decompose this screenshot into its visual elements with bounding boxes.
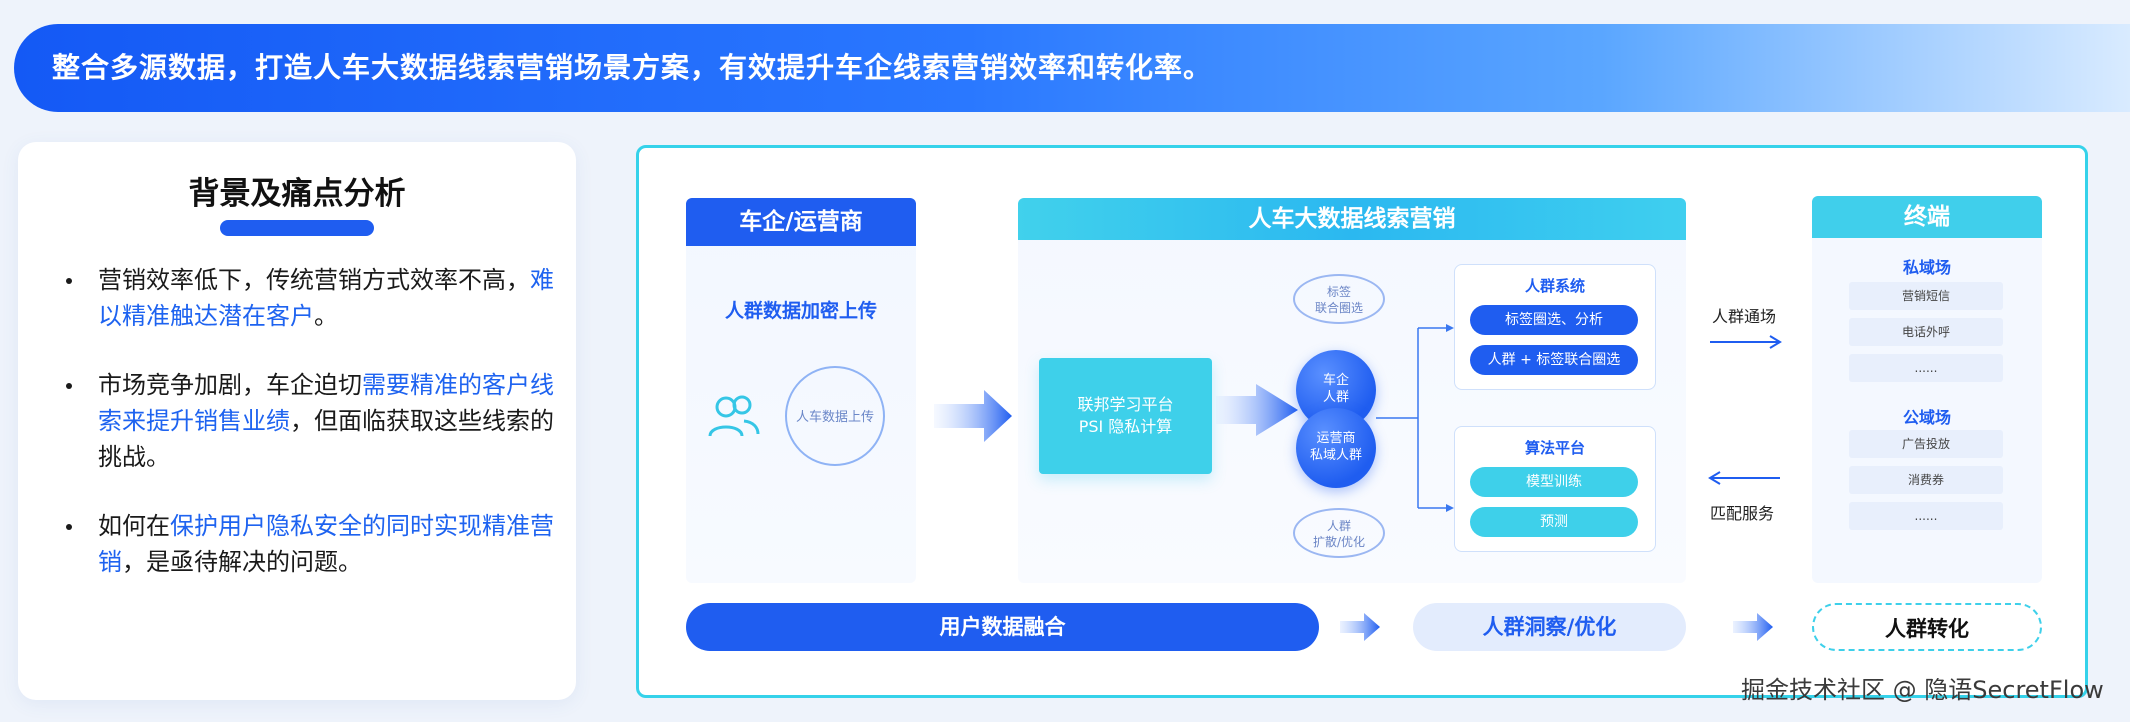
oval-top-line2: 联合圈选 [1314, 301, 1363, 315]
prediction-pill: 预测 [1470, 507, 1638, 537]
point-highlight: 需要精准的客户线索来提升销售业绩 [98, 371, 554, 435]
carrier-panel-header: 车企/运营商 [686, 198, 916, 246]
pain-point-list: 营销效率低下，传统营销方式效率不高，难以精准触达潜在客户。 市场竞争加剧，车企迫… [60, 262, 570, 613]
bullet-dot [66, 383, 72, 389]
bullet-dot [66, 278, 72, 284]
oval-top-line1: 标签 [1326, 285, 1351, 299]
private-item: 营销短信 [1849, 282, 2003, 310]
left-arrow-icon [1708, 471, 1780, 485]
crowd-system-card: 人群系统 标签圈选、分析 人群 + 标签联合圈选 [1454, 264, 1656, 390]
public-item: 消费券 [1849, 466, 2003, 494]
tag-selection-pill: 标签圈选、分析 [1470, 305, 1638, 335]
point-text: ，是亟待解决的问题。 [122, 548, 362, 576]
point-text: 市场竞争加剧，车企迫切 [98, 371, 362, 399]
top-banner: 整合多源数据，打造人车大数据线索营销场景方案，有效提升车企线索营销效率和转化率。 [14, 24, 2130, 112]
pain-point: 市场竞争加剧，车企迫切需要精准的客户线索来提升销售业绩，但面临获取这些线索的挑战… [60, 367, 570, 475]
ball-top-line1: 车企 [1322, 373, 1349, 388]
algorithm-platform-title: 算法平台 [1524, 439, 1585, 457]
tag-joint-selection-oval: 标签 联合圈选 [1293, 274, 1385, 324]
bullet-dot [66, 524, 72, 530]
ball-bottom-line2: 私域人群 [1309, 448, 1362, 463]
bottom-arrow-icon [1340, 613, 1380, 641]
fed-line2: PSI 隐私计算 [1078, 417, 1173, 436]
connector-lines [1216, 324, 1454, 512]
crowd-insight-pill: 人群洞察/优化 [1413, 603, 1686, 651]
private-item: ...... [1849, 354, 2003, 382]
watermark: 掘金技术社区 @ 隐语SecretFlow [1741, 676, 2104, 704]
title-underline [220, 220, 374, 236]
oval-bottom-line1: 人群 [1326, 519, 1351, 533]
match-service-label: 匹配服务 [1710, 504, 1775, 523]
point-text: 。 [314, 302, 338, 330]
inner-arrow-icon [1216, 384, 1298, 436]
public-item: ...... [1849, 502, 2003, 530]
crowd-expansion-oval: 人群 扩散/优化 [1293, 508, 1385, 558]
algorithm-platform-card: 算法平台 模型训练 预测 [1454, 426, 1656, 552]
background-analysis-card: 背景及痛点分析 营销效率低下，传统营销方式效率不高，难以精准触达潜在客户。 市场… [18, 142, 576, 700]
encrypted-upload-label: 人群数据加密上传 [724, 300, 877, 322]
pain-point: 营销效率低下，传统营销方式效率不高，难以精准触达潜在客户。 [60, 262, 570, 334]
crowd-conversion-pill: 人群转化 [1812, 603, 2042, 651]
bottom-arrow-icon [1733, 613, 1773, 641]
big-data-marketing-panel: 人车大数据线索营销 联邦学习平台 PSI 隐私计算 标签 联合圈选 车企 人群 … [1018, 198, 1686, 583]
private-domain-title: 私域场 [1902, 258, 1951, 277]
point-text: 如何在 [98, 512, 170, 540]
federated-learning-platform: 联邦学习平台 PSI 隐私计算 [1039, 358, 1212, 474]
fed-line1: 联邦学习平台 [1077, 395, 1174, 414]
crowd-system-title: 人群系统 [1524, 277, 1585, 295]
public-domain-title: 公域场 [1902, 408, 1951, 427]
data-upload-circle: 人车数据上传 [785, 366, 885, 466]
carrier-panel: 车企/运营商 人群数据加密上传 人车数据上传 [686, 198, 916, 583]
pain-point: 如何在保护用户隐私安全的同时实现精准营销，是亟待解决的问题。 [60, 508, 570, 580]
point-highlight: 难以精准触达潜在客户 [98, 266, 554, 330]
private-item: 电话外呼 [1849, 318, 2003, 346]
people-icon [708, 395, 760, 437]
joint-selection-pill: 人群 + 标签联合圈选 [1470, 345, 1638, 375]
operator-private-crowd-ball: 运营商 私域人群 [1296, 408, 1376, 488]
ball-top-line2: 人群 [1322, 390, 1349, 405]
point-text: 营销效率低下，传统营销方式效率不高， [98, 266, 530, 294]
right-arrow-icon [1710, 335, 1782, 349]
flow-arrow-icon [934, 390, 1012, 442]
model-training-pill: 模型训练 [1470, 467, 1638, 497]
terminal-panel-header: 终端 [1812, 196, 2042, 238]
public-item: 广告投放 [1849, 430, 2003, 458]
terminal-panel: 终端 私域场 营销短信 电话外呼 ...... 公域场 广告投放 消费券 ...… [1812, 196, 2042, 583]
point-highlight: 保护用户隐私安全的同时实现精准营销 [98, 512, 554, 576]
ball-bottom-line1: 运营商 [1316, 431, 1356, 446]
left-panel-title: 背景及痛点分析 [188, 176, 406, 212]
oval-bottom-line2: 扩散/优化 [1312, 535, 1366, 549]
crowd-flow-label: 人群通场 [1712, 307, 1777, 326]
point-text: ，但面临获取这些线索的挑战。 [98, 407, 554, 471]
user-data-fusion-pill: 用户数据融合 [686, 603, 1319, 651]
banner-text: 整合多源数据，打造人车大数据线索营销场景方案，有效提升车企线索营销效率和转化率。 [52, 51, 1213, 84]
data-upload-label: 人车数据上传 [795, 410, 874, 425]
marketing-panel-header: 人车大数据线索营销 [1018, 198, 1686, 240]
